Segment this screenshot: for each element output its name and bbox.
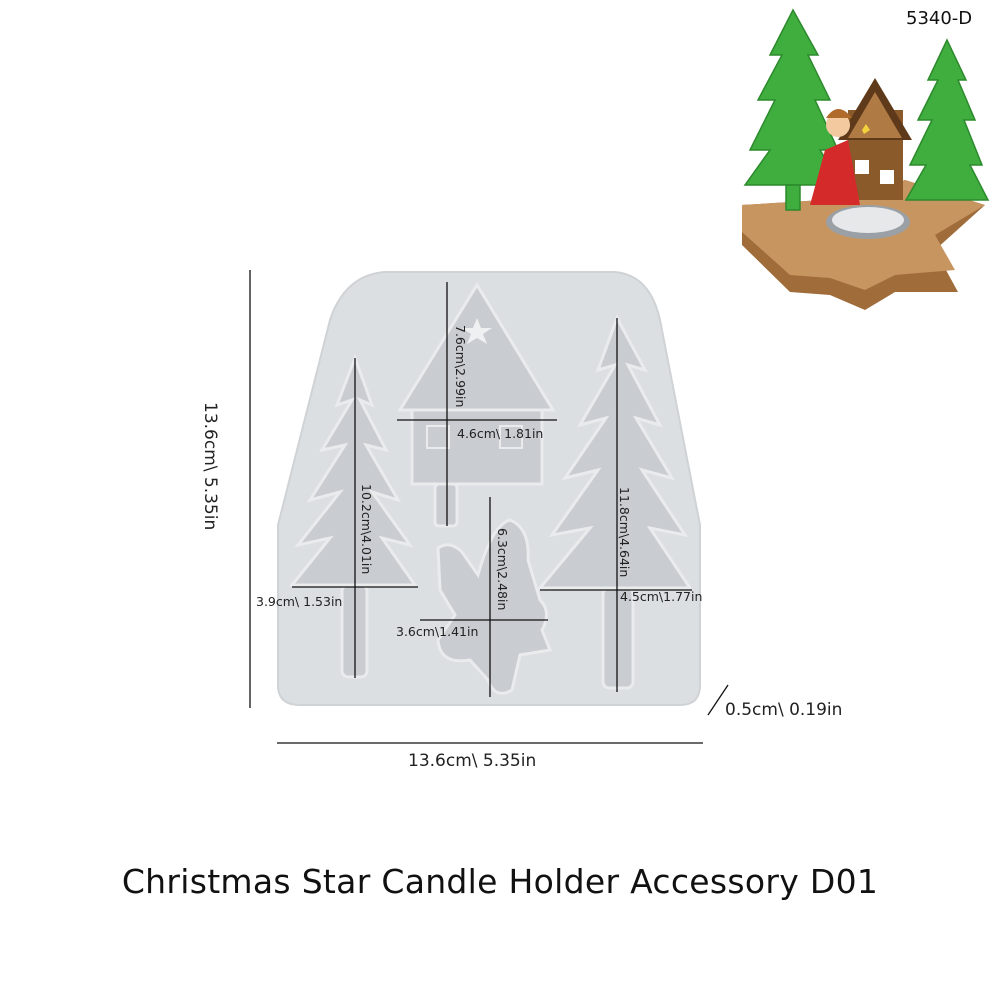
right-tree-width-label: 4.5cm\1.77in: [620, 589, 703, 604]
house-height-label: 7.6cm\2.99in: [453, 325, 468, 408]
product-code: 5340-D: [906, 8, 973, 29]
product-caption: Christmas Star Candle Holder Accessory D…: [121, 862, 879, 901]
angel-cavity: [436, 518, 553, 695]
preview-right-tree: [904, 38, 990, 201]
left-tree-height-label: 10.2cm\4.01in: [359, 484, 374, 575]
right-tree-height-label: 11.8cm\4.64in: [617, 487, 632, 578]
measurement-lines: [249, 270, 729, 744]
left-tree-width-label: 3.9cm\ 1.53in: [256, 594, 343, 609]
silicone-mold: [277, 271, 701, 706]
overall-height-label: 13.6cm\ 5.35in: [200, 402, 220, 531]
angel-height-label: 6.3cm\2.48in: [495, 528, 510, 611]
house-cavity: [397, 282, 556, 528]
angel-width-label: 3.6cm\1.41in: [396, 624, 479, 639]
preview-house: [838, 78, 912, 200]
candle-cup: [826, 205, 910, 239]
overall-width-label: 13.6cm\ 5.35in: [408, 751, 537, 771]
thickness-label: 0.5cm\ 0.19in: [725, 700, 843, 720]
house-width-label: 4.6cm\ 1.81in: [457, 426, 544, 441]
preview-left-tree: [743, 8, 844, 211]
right-tree-cavity: [536, 314, 693, 690]
preview-angel: [810, 109, 870, 205]
